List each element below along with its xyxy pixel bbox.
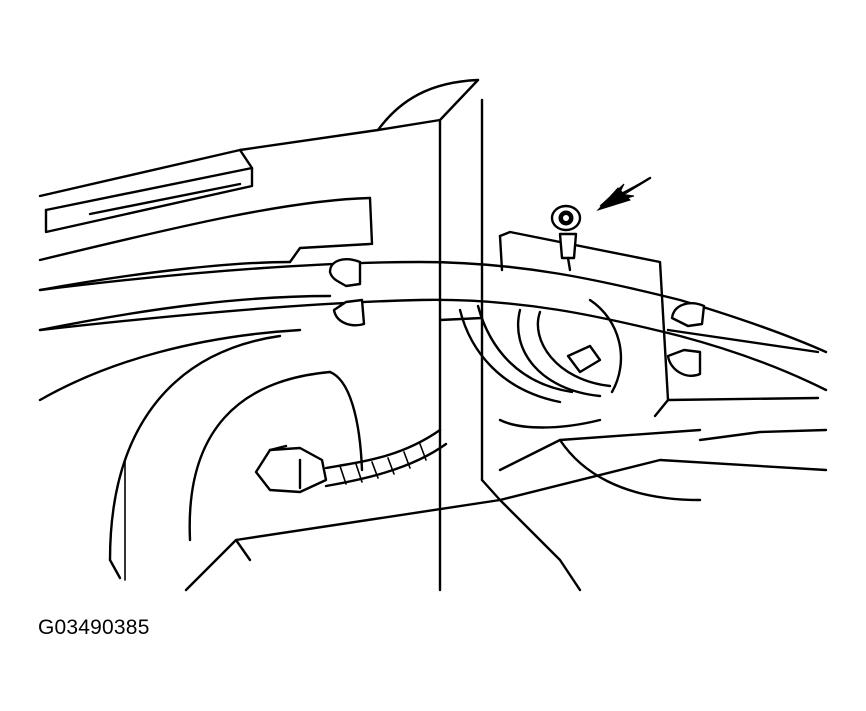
mounting-bracket bbox=[498, 230, 820, 418]
vehicle-body-outline bbox=[38, 78, 480, 402]
pillar-panel bbox=[438, 98, 502, 592]
arrow-icon bbox=[596, 176, 652, 212]
harness-clip-right bbox=[666, 302, 706, 377]
ground-terminal bbox=[550, 204, 582, 272]
figure-id-label: G03490385 bbox=[38, 616, 150, 639]
wiring-harness bbox=[38, 260, 828, 392]
sensor-connector bbox=[254, 428, 448, 494]
wheel-well bbox=[108, 334, 364, 581]
harness-clip-left bbox=[328, 258, 366, 327]
branch-wires bbox=[458, 298, 623, 429]
lower-body bbox=[184, 428, 828, 592]
